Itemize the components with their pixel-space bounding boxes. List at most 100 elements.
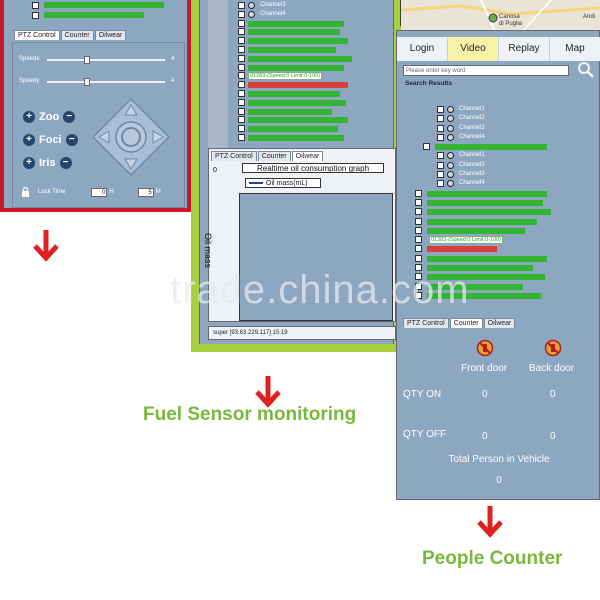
checkbox[interactable] xyxy=(238,98,245,106)
tab-ptz-control[interactable]: PTZ Control xyxy=(403,318,449,328)
pan-left-icon[interactable] xyxy=(98,130,110,144)
map-view[interactable]: Canosa di Puglia Andi xyxy=(401,0,600,33)
search-icon[interactable] xyxy=(577,61,595,79)
vehicle-row[interactable]: 01283-(Speed:0 Limit:0-100) xyxy=(238,72,358,81)
checkbox[interactable] xyxy=(415,245,422,253)
checkbox[interactable] xyxy=(437,180,444,188)
pan-right-icon[interactable] xyxy=(152,130,164,144)
list-item[interactable]: Channel1 xyxy=(405,106,600,115)
iris-minus-button[interactable]: − xyxy=(59,157,72,169)
vehicle-row[interactable] xyxy=(405,291,600,301)
vehicle-row[interactable] xyxy=(405,226,600,236)
selected-vehicle-label[interactable]: 01283-(Speed:0 Limit:0-100) xyxy=(248,72,323,81)
checkbox[interactable] xyxy=(437,115,444,123)
vehicle-row[interactable] xyxy=(238,19,358,28)
ptz-direction-pad[interactable] xyxy=(89,95,173,179)
speedx-slider[interactable] xyxy=(47,56,165,64)
vehicle-row[interactable] xyxy=(405,143,600,152)
checkbox[interactable] xyxy=(415,282,422,290)
lock-minutes-input[interactable]: 5 xyxy=(137,187,154,197)
list-item[interactable]: Channel3 xyxy=(405,171,600,180)
speedy-slider-thumb[interactable] xyxy=(84,78,90,86)
vehicle-marker-icon[interactable] xyxy=(488,13,498,23)
vehicle-row[interactable] xyxy=(238,133,358,142)
vehicle-row[interactable] xyxy=(238,37,358,45)
vehicle-row[interactable] xyxy=(238,81,358,89)
checkbox[interactable] xyxy=(415,254,422,262)
nav-login[interactable]: Login xyxy=(397,37,448,61)
vehicle-row[interactable] xyxy=(238,89,358,98)
checkbox[interactable] xyxy=(415,226,422,234)
vehicle-row[interactable] xyxy=(238,98,358,107)
tab-ptz-control[interactable]: PTZ Control xyxy=(211,151,257,161)
checkbox[interactable] xyxy=(423,143,430,151)
nav-replay[interactable]: Replay xyxy=(499,37,550,61)
tab-ptz-control[interactable]: PTZ Control xyxy=(14,30,60,40)
auto-rotate-icon[interactable] xyxy=(121,127,141,147)
vehicle-row[interactable] xyxy=(405,198,600,208)
checkbox[interactable] xyxy=(437,124,444,132)
vehicle-row[interactable] xyxy=(405,245,600,254)
list-item[interactable]: Channel1 xyxy=(405,152,600,161)
checkbox[interactable] xyxy=(32,2,39,9)
checkbox[interactable] xyxy=(32,12,39,19)
tab-oilwear[interactable]: Oilwear xyxy=(94,30,127,40)
checkbox[interactable] xyxy=(238,28,245,36)
vehicle-row[interactable] xyxy=(238,63,358,72)
vehicle-row[interactable] xyxy=(238,28,358,36)
checkbox[interactable] xyxy=(415,291,422,299)
selected-vehicle-label[interactable]: 01283-(Speed:0 Limit:0-100) xyxy=(429,236,504,245)
checkbox[interactable] xyxy=(415,273,422,281)
checkbox[interactable] xyxy=(238,45,245,53)
list-item[interactable] xyxy=(30,1,190,10)
vehicle-row[interactable] xyxy=(405,282,600,292)
list-item[interactable] xyxy=(30,11,190,20)
checkbox[interactable] xyxy=(415,189,422,197)
checkbox[interactable] xyxy=(238,63,245,71)
checkbox[interactable] xyxy=(238,133,245,141)
focus-minus-button[interactable]: − xyxy=(65,134,78,146)
tab-oilwear[interactable]: Oilwear xyxy=(483,318,516,328)
list-item[interactable]: Channel3 xyxy=(238,2,358,10)
lock-hours-input[interactable]: 0 xyxy=(91,187,108,197)
nav-video[interactable]: Video xyxy=(448,37,499,61)
checkbox[interactable] xyxy=(437,152,444,160)
vehicle-row[interactable] xyxy=(405,189,600,199)
tab-oilwear[interactable]: Oilwear xyxy=(291,151,324,161)
checkbox[interactable] xyxy=(415,264,422,272)
vehicle-row[interactable] xyxy=(405,254,600,264)
checkbox[interactable] xyxy=(415,198,422,206)
zoom-plus-button[interactable]: + xyxy=(23,111,35,123)
iris-plus-button[interactable]: + xyxy=(23,157,35,169)
list-item[interactable]: Channel4 xyxy=(405,180,600,189)
checkbox[interactable] xyxy=(238,125,245,133)
vehicle-row[interactable] xyxy=(238,116,358,124)
list-item[interactable]: Channel4 xyxy=(405,133,600,143)
pan-down-icon[interactable] xyxy=(124,158,138,170)
list-item[interactable]: Channel2 xyxy=(405,115,600,124)
checkbox[interactable] xyxy=(238,19,245,27)
checkbox[interactable] xyxy=(437,133,444,141)
checkbox[interactable] xyxy=(437,161,444,169)
vehicle-row[interactable] xyxy=(238,107,358,116)
zoom-minus-button[interactable]: − xyxy=(63,111,76,123)
vehicle-row[interactable]: 01283-(Speed:0 Limit:0-100) xyxy=(405,236,600,245)
nav-map[interactable]: Map xyxy=(550,37,600,61)
checkbox[interactable] xyxy=(238,10,245,18)
vehicle-row[interactable] xyxy=(238,54,358,63)
vehicle-row[interactable] xyxy=(238,45,358,54)
search-input[interactable]: Please enter key word xyxy=(403,65,569,76)
vehicle-row[interactable] xyxy=(405,264,600,273)
list-item[interactable]: Channel2 xyxy=(405,161,600,171)
list-item[interactable]: Channel4 xyxy=(238,10,358,19)
checkbox[interactable] xyxy=(238,81,245,89)
vehicle-row[interactable] xyxy=(405,217,600,227)
focus-plus-button[interactable]: + xyxy=(23,134,35,146)
pan-up-icon[interactable] xyxy=(124,104,138,116)
speedx-slider-thumb[interactable] xyxy=(84,56,90,64)
checkbox[interactable] xyxy=(238,89,245,97)
vehicle-row[interactable] xyxy=(238,125,358,133)
tab-counter[interactable]: Counter xyxy=(449,318,483,328)
checkbox[interactable] xyxy=(238,107,245,115)
speedy-slider[interactable] xyxy=(47,78,165,86)
